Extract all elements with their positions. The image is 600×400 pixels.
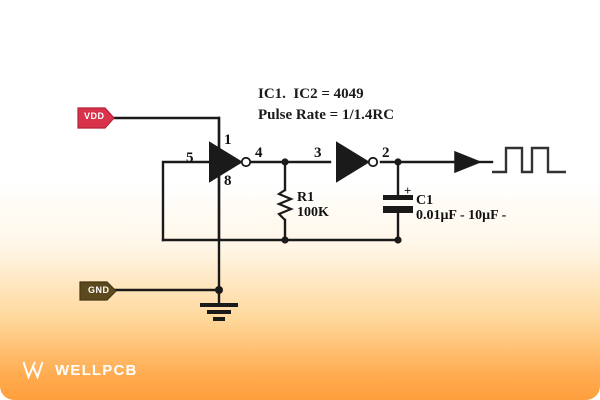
output-waveform-square [492, 146, 566, 174]
inverter-ic2-triangle [336, 141, 370, 183]
pin-label-4: 4 [255, 145, 263, 161]
pin-label-8: 8 [224, 173, 232, 189]
junction-pin2-node [394, 158, 402, 166]
wellpcb-wordmark: WELLPCB [55, 361, 138, 379]
wellpcb-logo: WELLPCB [22, 360, 138, 380]
inverter-ic2-bubble [367, 156, 379, 168]
junction-r1-return [281, 236, 289, 244]
ground-symbol [200, 290, 238, 321]
net-flag-vdd[interactable] [77, 107, 115, 129]
schematic-title-line-2: Pulse Rate = 1/1.4RC [258, 107, 395, 123]
resistor-r1-designator: R1 [297, 190, 315, 205]
wire-feedback-loop [161, 160, 212, 242]
resistor-r1-symbol [276, 189, 294, 221]
inverter-ic2 [336, 141, 379, 183]
pin-label-5: 5 [186, 150, 194, 166]
junction-pin4-node [281, 158, 289, 166]
capacitor-c1-symbol [383, 195, 413, 213]
junction-c1-return [394, 236, 402, 244]
resistor-r1-value: 100K [297, 205, 329, 220]
wire-vdd-rail [110, 116, 221, 292]
schematic-title-line-1: IC1. IC2 = 4049 [258, 86, 364, 102]
pin-label-2: 2 [382, 145, 390, 161]
capacitor-c1-plate-negative [383, 206, 413, 213]
capacitor-c1-plate-positive [383, 195, 413, 200]
net-flag-gnd[interactable] [79, 281, 117, 301]
capacitor-c1-designator: C1 [416, 193, 434, 208]
capacitor-c1-polarity: + [404, 183, 412, 198]
inverter-ic1-bubble [240, 156, 252, 168]
capacitor-c1-value: 0.01μF - 10μF - [416, 208, 507, 223]
junction-group [215, 158, 402, 294]
pin-label-3: 3 [314, 145, 322, 161]
output-buffer-arrow [454, 150, 483, 174]
pin-label-1: 1 [224, 132, 232, 148]
wellpcb-w-mark-icon [22, 361, 44, 380]
inverter-ic1 [209, 141, 252, 183]
net-flag-vdd-shape[interactable] [77, 107, 115, 129]
net-flag-gnd-shape[interactable] [79, 281, 117, 301]
inverter-ic1-triangle [209, 141, 243, 183]
